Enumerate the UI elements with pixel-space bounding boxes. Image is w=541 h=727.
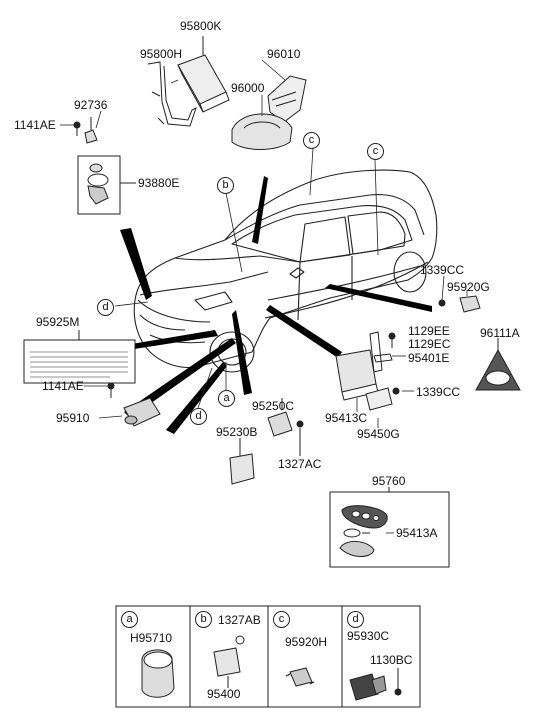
part-label-95800k: 95800K — [180, 19, 222, 33]
overhead-unit-sketch — [231, 113, 293, 150]
callout-a: a — [218, 390, 235, 407]
pointer-wedge — [325, 284, 432, 312]
vehicle-illustration — [133, 169, 438, 373]
callout-d: d — [97, 299, 114, 316]
part-label-1141ae-bottom: 1141AE — [42, 379, 84, 393]
part-label-95920g: 95920G — [447, 280, 490, 294]
part-label-96111a: 96111A — [480, 326, 520, 340]
pointer-wedge — [232, 310, 252, 395]
relay-sketch — [229, 438, 255, 485]
caution-label-sketch — [23, 330, 136, 384]
detail-box — [77, 155, 121, 215]
pointer-wedge — [124, 338, 236, 418]
legend-letter-d: d — [347, 611, 364, 628]
part-label-96010: 96010 — [267, 47, 301, 61]
pointer-wedge — [166, 362, 227, 434]
impact-sensor-sketch — [123, 397, 161, 427]
part-label-1339cc-top: 1339CC — [420, 263, 465, 277]
legend-part-95920h: 95920H — [285, 635, 328, 649]
antenna-bracket-sketch — [267, 75, 307, 123]
part-label-95450g: 95450G — [357, 427, 400, 441]
part-label-1339cc-bottom: 1339CC — [416, 385, 461, 399]
callout-b: b — [217, 177, 234, 194]
part-label-95401e: 95401E — [408, 351, 450, 365]
pointer-wedge — [266, 305, 342, 358]
screw-sketch — [73, 121, 81, 136]
sensor-sketch-250c — [267, 398, 304, 456]
legend-part-1327ab: 1327AB — [218, 613, 261, 627]
smart-key-module-sketch — [177, 36, 230, 113]
legend-part-95400: 95400 — [207, 687, 241, 701]
legend-part-h95710: H95710 — [130, 631, 173, 645]
legend-part-1130bc: 1130BC — [370, 653, 413, 667]
part-label-1129ec: 1129EC — [408, 337, 451, 351]
pointer-wedge — [120, 228, 152, 300]
legend-letter-c: c — [273, 611, 290, 628]
part-label-95760: 95760 — [372, 474, 406, 488]
part-label-95800h: 95800H — [140, 47, 183, 61]
callout-c: c — [303, 132, 320, 149]
sensor-assembly-sketch — [77, 117, 136, 215]
part-label-95230b: 95230B — [216, 425, 258, 439]
part-label-1327ac: 1327AC — [278, 457, 322, 471]
legend-table — [115, 605, 421, 708]
remote-key-box — [329, 487, 450, 568]
legend-letter-a: a — [121, 611, 138, 628]
emblem-sketch — [475, 338, 521, 391]
part-label-95413c: 95413C — [325, 411, 368, 425]
part-label-96000: 96000 — [231, 81, 265, 95]
part-label-95925m: 95925M — [36, 315, 80, 329]
part-label-95250c: 95250C — [252, 399, 295, 413]
switch-sketch — [438, 295, 481, 313]
callout-d: d — [190, 408, 207, 425]
part-label-1141ae-top: 1141AE — [14, 118, 56, 132]
leader-lines — [60, 59, 468, 534]
control-module-sketch — [335, 331, 400, 411]
bracket-sketch — [147, 61, 197, 127]
part-label-95910: 95910 — [56, 411, 90, 425]
screw-sketch-lower — [107, 382, 115, 398]
pointer-wedge — [252, 176, 268, 244]
part-label-1129ee: 1129EE — [408, 324, 450, 338]
part-label-95413a: 95413A — [396, 526, 438, 540]
part-label-93880e: 93880E — [138, 176, 180, 190]
part-label-92736: 92736 — [74, 98, 108, 112]
callout-c: c — [367, 143, 384, 160]
legend-part-95930c: 95930C — [347, 629, 390, 643]
legend-letter-b: b — [195, 611, 212, 628]
